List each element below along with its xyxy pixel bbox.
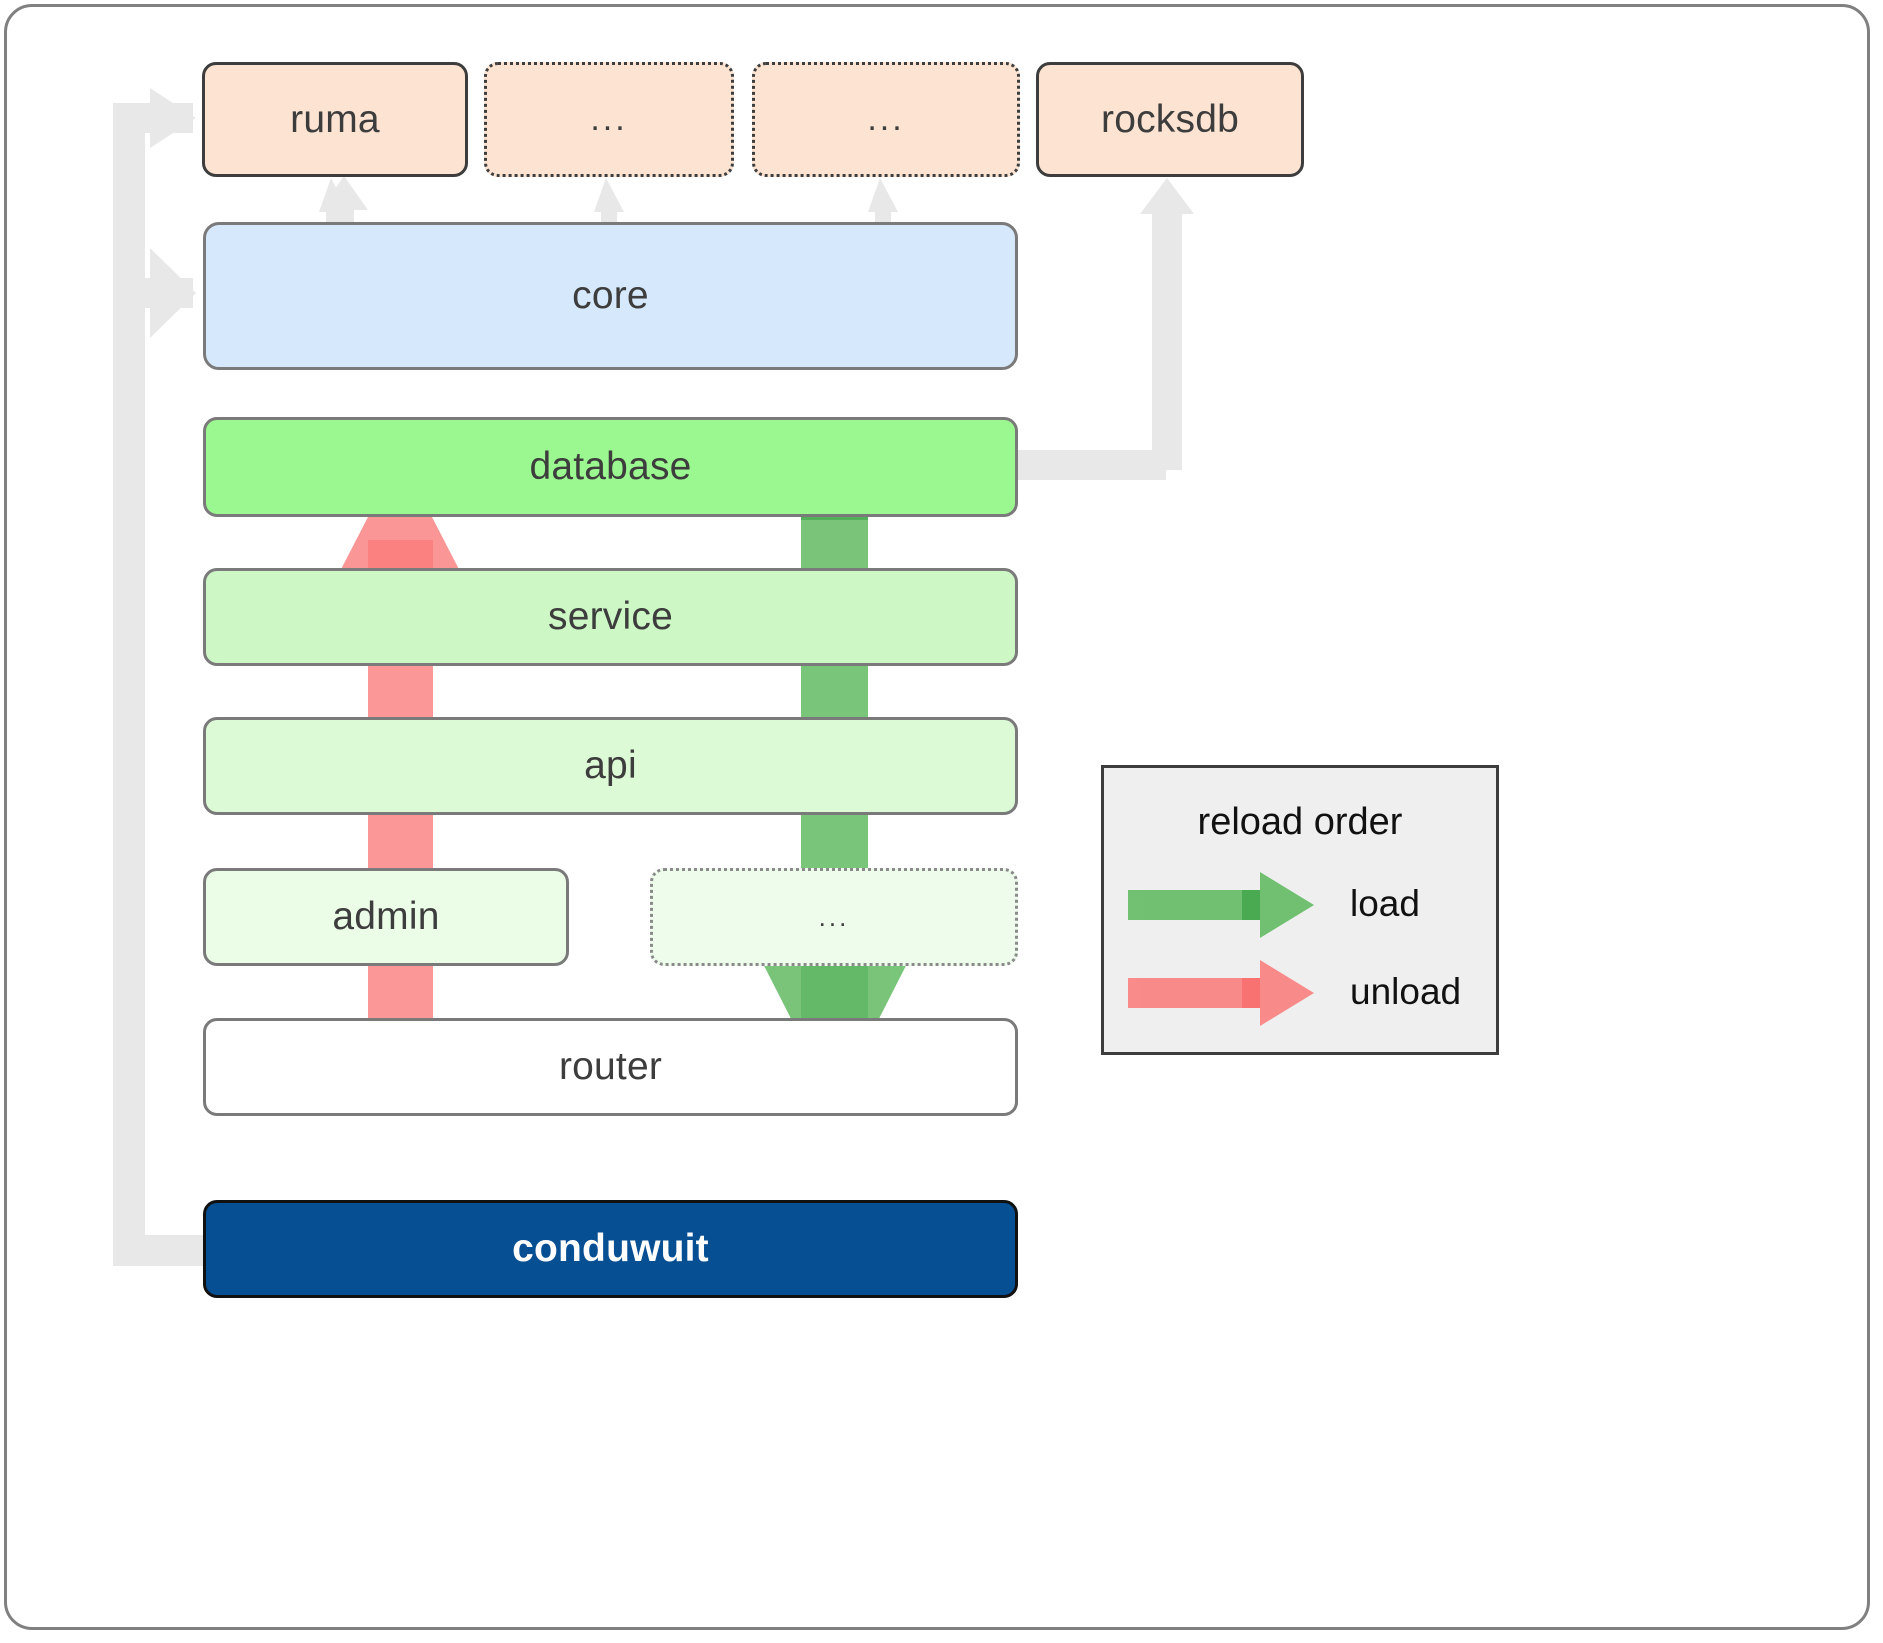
node-layer-placeholder-label: ... (818, 901, 850, 932)
connector-arrow-head-core (150, 248, 196, 338)
node-crate-placeholder-1[interactable]: ... (484, 62, 734, 177)
node-api[interactable]: api (203, 717, 1018, 815)
connector-arrow-to-ruma (113, 103, 152, 133)
legend-title: reload order (1197, 801, 1403, 843)
connector-spine (113, 118, 145, 1264)
node-crate-placeholder-2[interactable]: ... (752, 62, 1020, 177)
node-core-label: core (572, 274, 649, 317)
node-crate-placeholder-2-label: ... (867, 100, 905, 138)
legend-item-load: load (1124, 866, 1484, 942)
node-conduwuit-label: conduwuit (512, 1227, 709, 1270)
node-router[interactable]: router (203, 1018, 1018, 1116)
legend-label-load: load (1350, 883, 1420, 924)
node-service-label: service (548, 595, 673, 638)
node-api-label: api (584, 744, 637, 787)
node-crate-placeholder-1-label: ... (590, 100, 628, 138)
connector-core-to-dots2 (868, 178, 898, 226)
load-arrow-icon (1128, 872, 1314, 938)
connector-core-to-ruma (320, 176, 368, 224)
node-service[interactable]: service (203, 568, 1018, 666)
connector-arrow-head-rocksdb (1140, 178, 1194, 214)
node-rocksdb-label: rocksdb (1101, 97, 1239, 141)
node-ruma-label: ruma (290, 97, 380, 141)
connector-database-to-rocksdb (1018, 450, 1166, 480)
node-database-label: database (529, 445, 692, 488)
node-core[interactable]: core (203, 222, 1018, 370)
legend-label-unload: unload (1350, 971, 1462, 1012)
unload-arrow-icon (1128, 960, 1314, 1026)
node-conduwuit[interactable]: conduwuit (203, 1200, 1018, 1298)
legend-panel: reload order load unload (1101, 765, 1499, 1055)
node-admin-label: admin (332, 895, 440, 938)
node-router-label: router (558, 1045, 663, 1088)
node-admin[interactable]: admin (203, 868, 569, 966)
connector-core-to-dots1 (594, 178, 624, 226)
node-rocksdb[interactable]: rocksdb (1036, 62, 1304, 177)
node-ruma[interactable]: ruma (202, 62, 468, 177)
legend-item-unload: unload (1124, 954, 1484, 1030)
node-database[interactable]: database (203, 417, 1018, 517)
connector-seg-ruma (145, 103, 193, 133)
connector-database-to-rocksdb-riser (1152, 212, 1182, 470)
connector-conduwuit-to-spine (113, 1235, 220, 1266)
node-layer-placeholder[interactable]: ... (650, 868, 1018, 966)
